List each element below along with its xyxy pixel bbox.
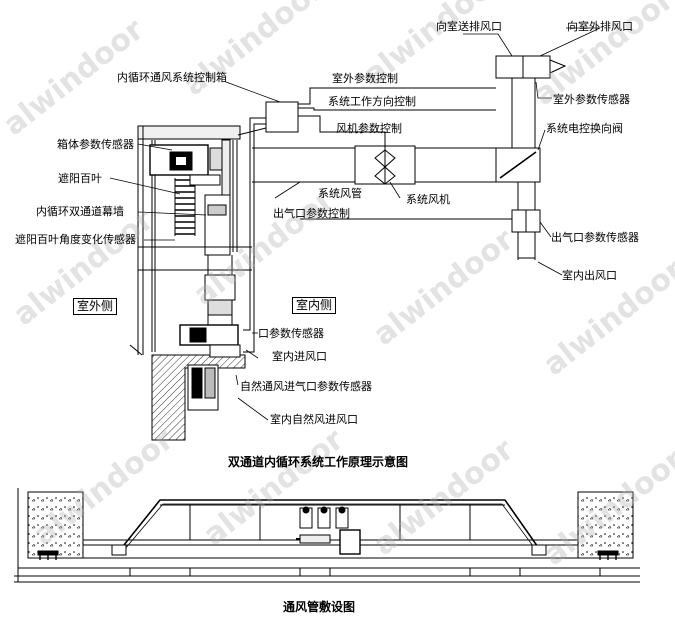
label-system-fan: 系统风机 bbox=[406, 193, 450, 206]
label-fan-param-control: 风机参数控制 bbox=[336, 122, 402, 135]
label-control-box: 内循环通风系统控制箱 bbox=[117, 71, 227, 84]
facade-section bbox=[129, 125, 252, 441]
leader-lines bbox=[109, 27, 601, 421]
indoor-side-label: 室内侧 bbox=[292, 297, 337, 314]
label-outdoor-param-control: 室外参数控制 bbox=[332, 72, 398, 85]
label-outlet-param-control: 出气口参数控制 bbox=[273, 207, 350, 220]
label-outlet-param-sensor: 出气口参数传感器 bbox=[551, 231, 639, 244]
label-double-channel-wall: 内循环双通道幕墙 bbox=[36, 205, 124, 218]
label-outdoor-exhaust-outlet: 向室外排风口 bbox=[567, 20, 633, 33]
label-indoor-supply-outlet: 向室送排风口 bbox=[436, 20, 502, 33]
label-direction-control: 系统工作方向控制 bbox=[328, 95, 416, 108]
label-louver: 遮阳百叶 bbox=[58, 172, 102, 185]
label-louver-angle-sensor: 遮阳百叶角度变化传感器 bbox=[15, 233, 136, 246]
control-system bbox=[237, 87, 530, 353]
outdoor-side-label: 室外侧 bbox=[73, 298, 118, 315]
label-indoor-natural-inlet: 室内自然风进风口 bbox=[270, 413, 358, 426]
label-indoor-outlet: 室内出风口 bbox=[562, 269, 617, 282]
label-system-duct: 系统风管 bbox=[318, 187, 362, 200]
label-natural-inlet-sensor: 自然通风进气口参数传感器 bbox=[240, 380, 372, 393]
diagram-title: 双通道内循环系统工作原理示意图 bbox=[228, 455, 409, 469]
label-inlet-param-sensor: 口参数传感器 bbox=[258, 327, 324, 340]
label-electric-valve: 系统电控换向阀 bbox=[546, 122, 623, 135]
duct-layout-drawing bbox=[14, 488, 640, 583]
label-box-sensor: 箱体参数传感器 bbox=[57, 138, 134, 151]
layout-title: 通风管敷设图 bbox=[283, 600, 356, 614]
label-outdoor-param-sensor: 室外参数传感器 bbox=[553, 93, 630, 106]
duct-system bbox=[252, 55, 567, 260]
label-indoor-inlet: 室内进风口 bbox=[272, 350, 327, 363]
